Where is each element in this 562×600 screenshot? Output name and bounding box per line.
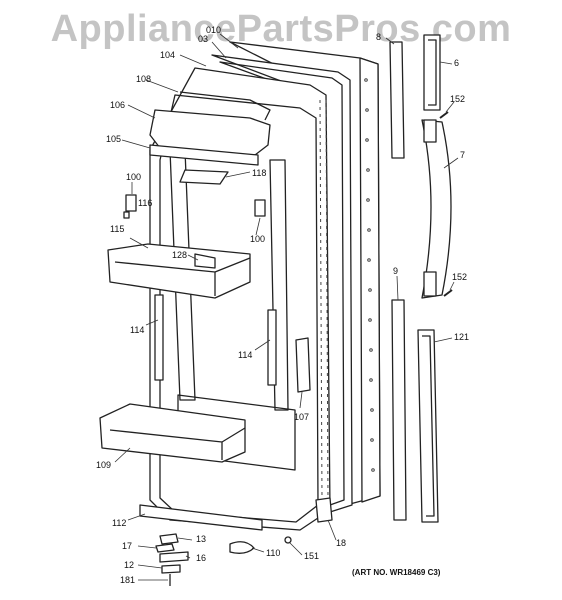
callout-181: 181 — [120, 575, 136, 585]
rail-114-left — [154, 294, 164, 381]
handle-trim-9 — [391, 299, 407, 521]
part-17 — [155, 543, 175, 553]
callout-108: 108 — [136, 74, 152, 84]
leader-lines — [114, 33, 459, 581]
callout-7: 7 — [460, 150, 466, 160]
clip-116 — [123, 211, 130, 219]
handle-cap-6 — [423, 34, 441, 111]
handle-trim-8 — [389, 41, 405, 159]
bracket-100-left — [125, 194, 137, 212]
callout-151: 151 — [304, 551, 320, 561]
part-13 — [159, 533, 179, 545]
callout-13: 13 — [196, 534, 207, 544]
callout-121: 121 — [454, 332, 470, 342]
screw-152-top — [439, 111, 449, 119]
callout-112: 112 — [112, 518, 127, 528]
callout-18: 18 — [336, 538, 347, 548]
callout-03: 03 — [198, 34, 209, 44]
bottom-trim-112 — [139, 504, 263, 531]
callout-107: 107 — [294, 412, 310, 422]
screw-152-bottom — [443, 289, 453, 297]
cover-110 — [229, 541, 255, 554]
bracket-100-right — [254, 199, 266, 217]
callout-152-bottom: 152 — [452, 272, 468, 282]
callout-6: 6 — [454, 58, 460, 68]
callout-152-top: 152 — [450, 94, 466, 104]
art-number: (ART NO. WR18469 C3) — [352, 568, 441, 577]
part-12 — [161, 564, 181, 574]
callout-118: 118 — [252, 168, 267, 178]
hinge-bracket-107 — [295, 337, 311, 393]
callout-16: 16 — [196, 553, 207, 563]
door-bin-109 — [99, 403, 246, 463]
callout-100-left: 100 — [126, 172, 142, 182]
rail-114-right — [267, 309, 277, 386]
handle-7 — [421, 119, 452, 299]
callout-100-right: 100 — [250, 234, 266, 244]
callout-110: 110 — [266, 548, 281, 558]
door-bin-115 — [107, 243, 251, 299]
callout-114-right: 114 — [238, 350, 253, 360]
screw-151 — [284, 536, 292, 544]
callout-12: 12 — [124, 560, 135, 570]
part-16 — [159, 551, 189, 563]
callout-106: 106 — [110, 100, 126, 110]
callout-9: 9 — [393, 266, 399, 276]
callout-115: 115 — [110, 224, 125, 234]
callout-116: 116 — [138, 198, 153, 208]
callout-109: 109 — [96, 460, 112, 470]
handle-cap-121 — [417, 329, 439, 523]
trim-strip-105 — [149, 144, 259, 166]
callout-114-left: 114 — [130, 325, 145, 335]
callout-128: 128 — [172, 250, 188, 260]
callout-8: 8 — [376, 32, 382, 42]
callout-104: 104 — [160, 50, 176, 60]
callout-17: 17 — [122, 541, 133, 551]
trim-18 — [315, 497, 333, 523]
callout-105: 105 — [106, 134, 122, 144]
tray-118 — [179, 169, 229, 185]
callout-010: 010 — [206, 25, 222, 35]
top-cap-106 — [149, 91, 271, 156]
hinge-parts — [155, 533, 292, 586]
